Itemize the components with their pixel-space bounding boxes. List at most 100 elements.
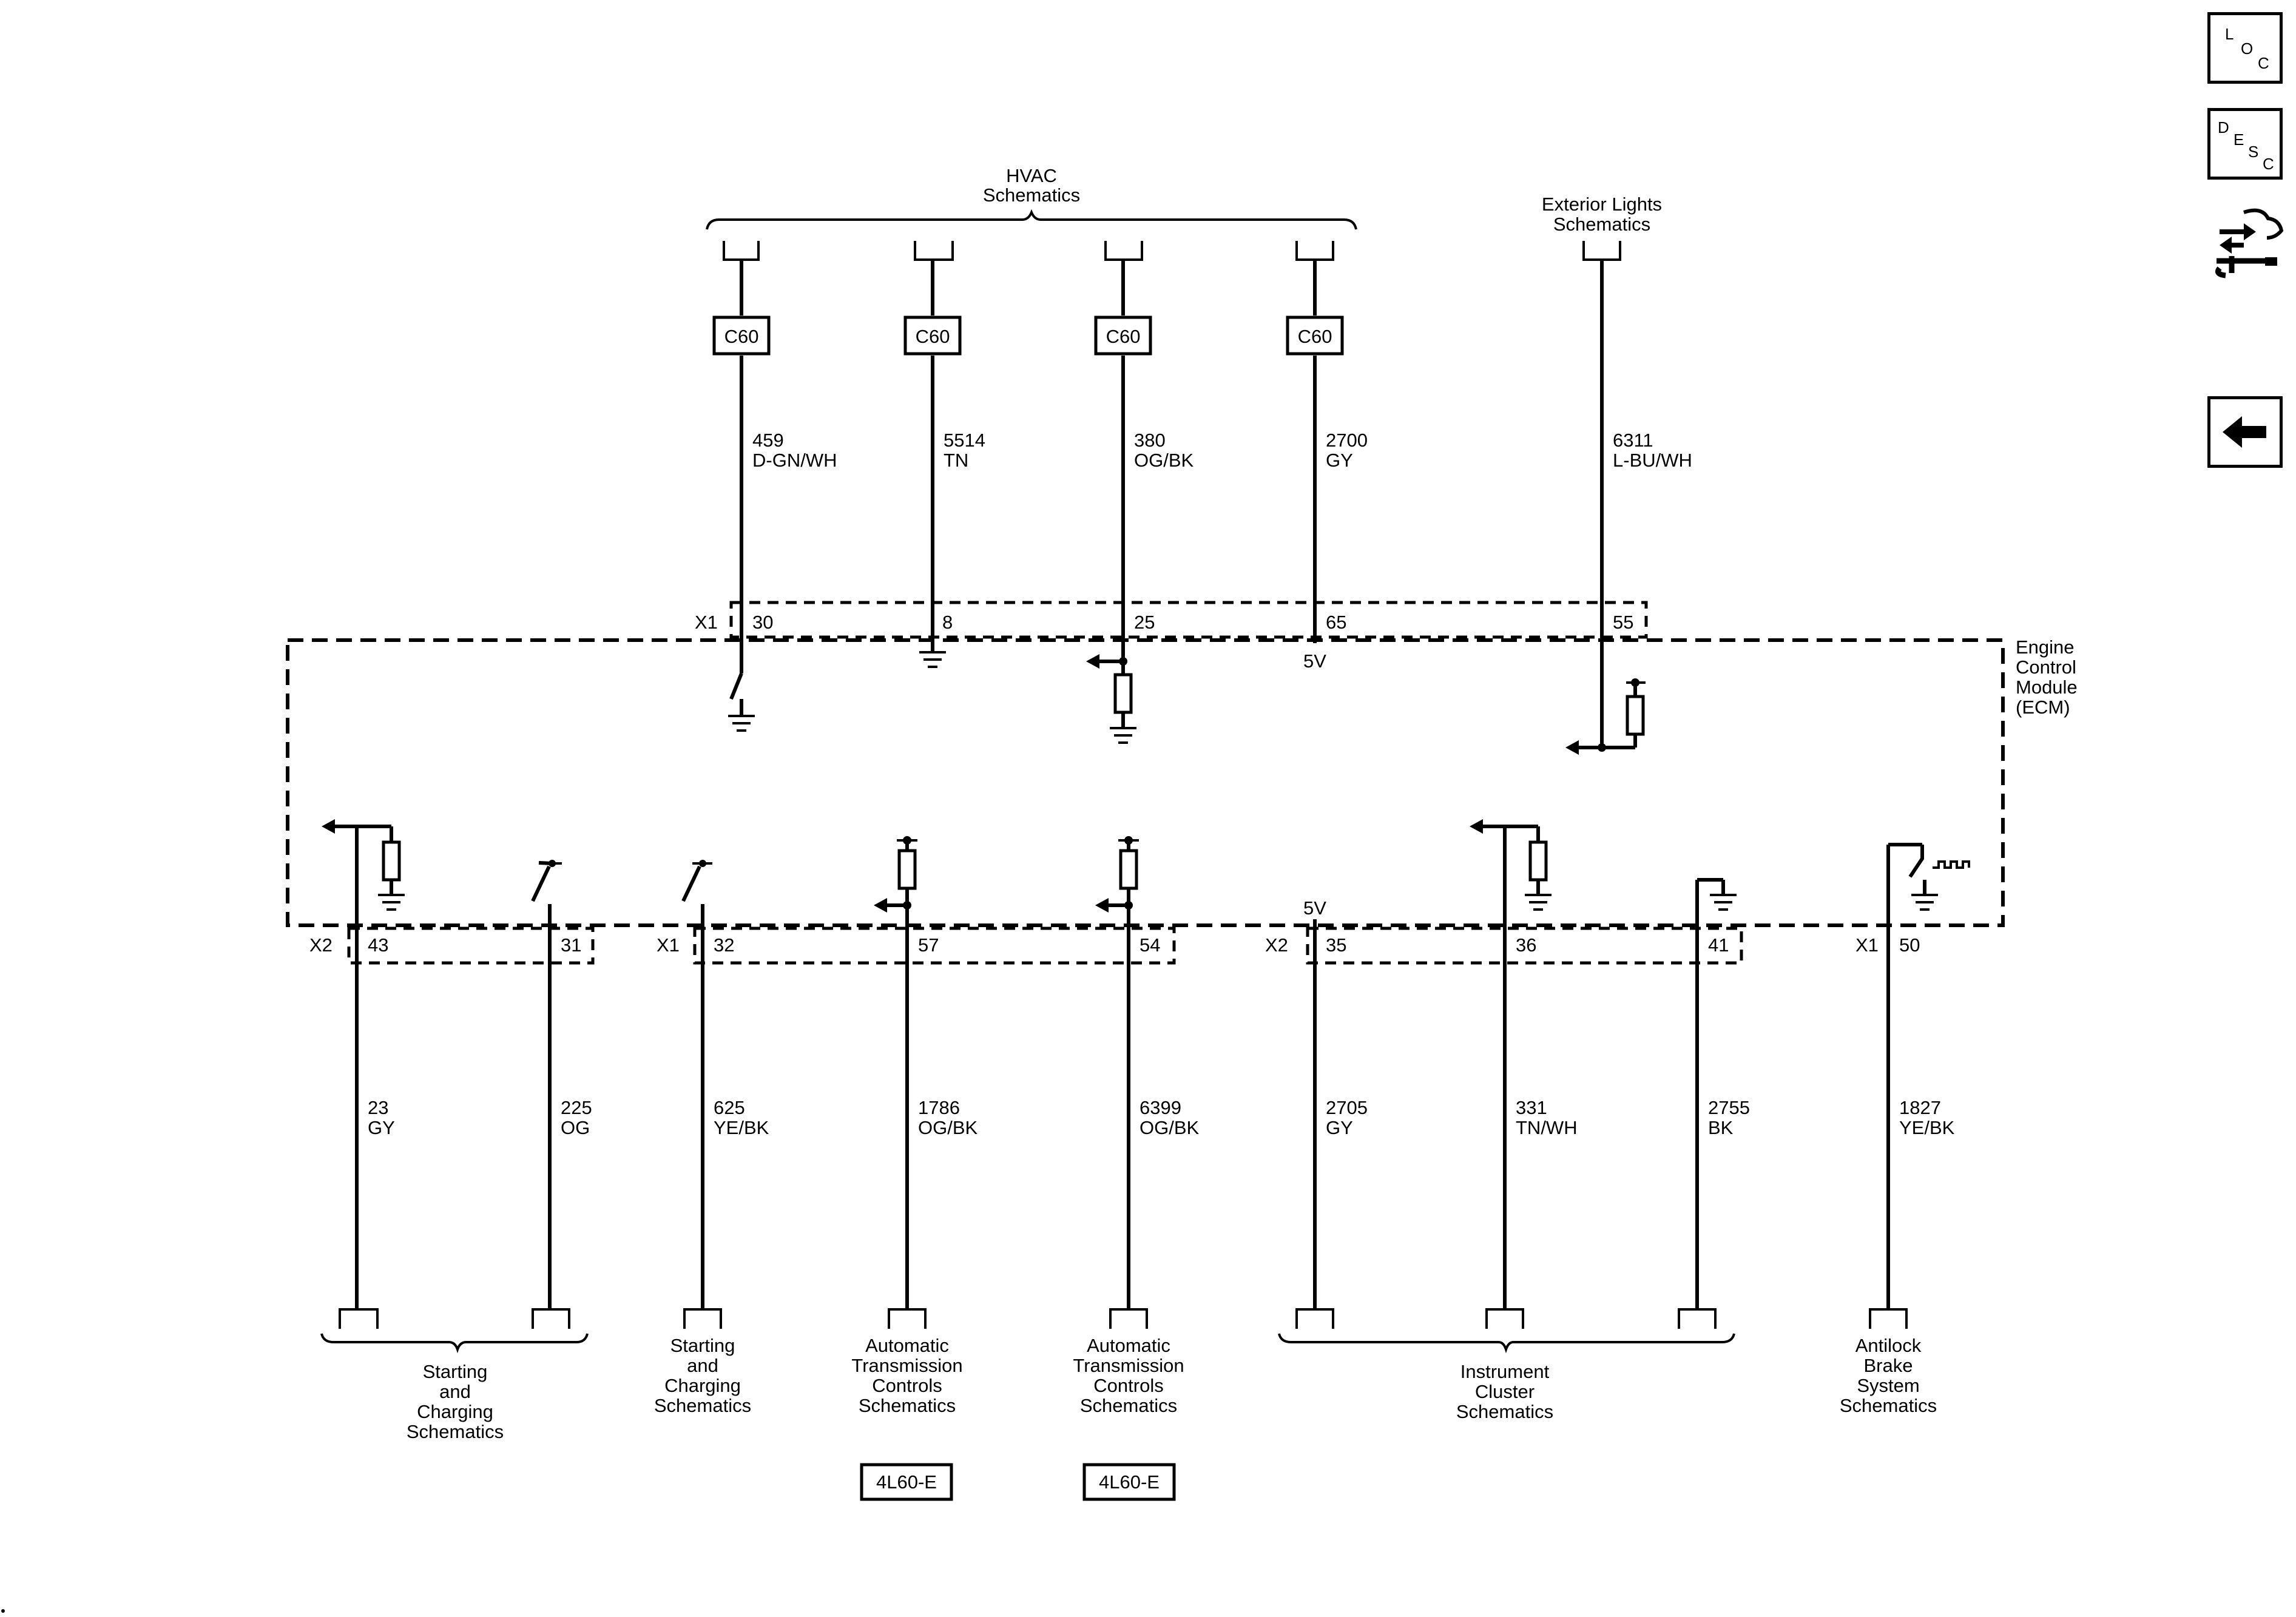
desc-button[interactable]: D E S C xyxy=(2207,108,2283,180)
svg-text:Engine: Engine xyxy=(2016,636,2075,658)
svg-text:YE/BK: YE/BK xyxy=(714,1117,769,1138)
circuit-number: 380 xyxy=(1134,430,1166,451)
c60-label: C60 xyxy=(1106,326,1141,347)
svg-text:43: 43 xyxy=(368,934,388,956)
dest-starting-charging-2: Starting and Charging Schematics xyxy=(654,1335,751,1416)
circuit-number: 6311 xyxy=(1613,430,1653,451)
svg-text:Schematics: Schematics xyxy=(1840,1395,1937,1416)
svg-text:35: 35 xyxy=(1326,934,1346,956)
svg-text:25: 25 xyxy=(1134,612,1155,633)
svg-text:Control: Control xyxy=(2016,657,2076,678)
svg-text:Controls: Controls xyxy=(1093,1375,1163,1396)
svg-text:625: 625 xyxy=(714,1097,745,1118)
svg-text:Transmission: Transmission xyxy=(1073,1355,1184,1376)
svg-text:30: 30 xyxy=(752,612,773,633)
option-4l60e-1: 4L60-E xyxy=(860,1463,953,1501)
svg-text:5V: 5V xyxy=(1303,650,1326,672)
dest-auto-trans-2: Automatic Transmission Controls Schemati… xyxy=(1073,1335,1184,1416)
svg-text:X2: X2 xyxy=(1265,934,1288,956)
bottom-connectors xyxy=(347,927,1743,965)
dest-auto-trans-1: Automatic Transmission Controls Schemati… xyxy=(851,1335,962,1416)
exterior-lights-label-line1: Exterior Lights xyxy=(1542,194,1662,215)
svg-text:36: 36 xyxy=(1516,934,1536,956)
svg-text:YE/BK: YE/BK xyxy=(1899,1117,1955,1138)
wire-color: TN xyxy=(944,450,968,471)
bottom-circuit-labels: 23 GY 225 OG 625 YE/BK 1786 OG/BK 6399 O… xyxy=(368,1097,1955,1138)
svg-text:2755: 2755 xyxy=(1708,1097,1750,1118)
ecm-internal-bottom xyxy=(322,819,1970,1309)
svg-text:and: and xyxy=(439,1381,471,1402)
wire-color: L-BU/WH xyxy=(1613,450,1692,471)
svg-text:Automatic: Automatic xyxy=(865,1335,949,1356)
circuit-number: 2700 xyxy=(1326,430,1368,451)
svg-text:Schematics: Schematics xyxy=(859,1395,956,1416)
svg-text:TN/WH: TN/WH xyxy=(1516,1117,1578,1138)
svg-text:1786: 1786 xyxy=(918,1097,960,1118)
wire-color: GY xyxy=(1326,450,1353,471)
top-terminals xyxy=(723,241,1621,261)
svg-text:331: 331 xyxy=(1516,1097,1547,1118)
svg-text:Starting: Starting xyxy=(670,1335,735,1356)
svg-text:65: 65 xyxy=(1326,612,1346,633)
x1-top-label: X1 xyxy=(695,612,718,633)
svg-text:50: 50 xyxy=(1899,934,1920,956)
c60-connectors: C60 C60 C60 C60 xyxy=(712,316,1344,356)
svg-text:8: 8 xyxy=(942,612,953,633)
svg-text:OG: OG xyxy=(561,1117,590,1138)
svg-text:6399: 6399 xyxy=(1140,1097,1181,1118)
hvac-label-line1: HVAC xyxy=(1006,165,1057,186)
wire-color: D-GN/WH xyxy=(752,450,837,471)
svg-text:Charging: Charging xyxy=(417,1401,493,1422)
exterior-lights-label-line2: Schematics xyxy=(1553,214,1650,235)
corner-dot xyxy=(1,1609,5,1613)
svg-text:55: 55 xyxy=(1613,612,1633,633)
svg-text:2705: 2705 xyxy=(1326,1097,1368,1118)
svg-text:and: and xyxy=(687,1355,718,1376)
c60-label: C60 xyxy=(724,326,759,347)
svg-text:4L60-E: 4L60-E xyxy=(1099,1471,1160,1493)
c60-label: C60 xyxy=(1298,326,1332,347)
circuit-number: 459 xyxy=(752,430,784,451)
loc-icon: L O C xyxy=(2225,25,2269,72)
svg-text:Brake: Brake xyxy=(1864,1355,1913,1376)
svg-text:32: 32 xyxy=(714,934,734,956)
svg-text:Schematics: Schematics xyxy=(407,1421,504,1442)
back-button[interactable] xyxy=(2207,396,2283,468)
svg-text:(ECM): (ECM) xyxy=(2016,697,2070,718)
svg-text:Starting: Starting xyxy=(423,1361,488,1382)
svg-text:Instrument: Instrument xyxy=(1460,1361,1550,1382)
dest-antilock-brake: Antilock Brake System Schematics xyxy=(1840,1335,1937,1416)
svg-text:Automatic: Automatic xyxy=(1087,1335,1170,1356)
loc-button[interactable]: L O C xyxy=(2207,12,2283,84)
starting-charging-brace xyxy=(320,1333,589,1354)
option-4l60e-2: 4L60-E xyxy=(1082,1463,1176,1501)
svg-text:OG/BK: OG/BK xyxy=(918,1117,978,1138)
svg-text:OG/BK: OG/BK xyxy=(1140,1117,1200,1138)
connector-repair-button[interactable] xyxy=(2207,200,2286,285)
svg-text:GY: GY xyxy=(368,1117,395,1138)
svg-text:Schematics: Schematics xyxy=(654,1395,751,1416)
svg-text:Module: Module xyxy=(2016,677,2078,698)
c60-label: C60 xyxy=(916,326,950,347)
svg-text:4L60-E: 4L60-E xyxy=(876,1471,937,1493)
svg-text:225: 225 xyxy=(561,1097,592,1118)
ecm-label: Engine Control Module (ECM) xyxy=(2016,636,2078,718)
dest-starting-charging-1: Starting and Charging Schematics xyxy=(407,1361,504,1442)
svg-text:Transmission: Transmission xyxy=(851,1355,962,1376)
hvac-brace xyxy=(706,209,1357,230)
svg-text:GY: GY xyxy=(1326,1117,1353,1138)
back-arrow-icon xyxy=(2223,416,2266,448)
ecm-internal-top xyxy=(728,651,1646,755)
ecm-module-outline xyxy=(286,638,2005,927)
hvac-label-line2: Schematics xyxy=(983,184,1080,206)
bottom-pin-labels: X2 43 31 X1 32 57 54 X2 35 5V 36 41 X1 5… xyxy=(309,897,1920,956)
svg-text:54: 54 xyxy=(1140,934,1160,956)
svg-text:X1: X1 xyxy=(657,934,680,956)
connector-repair-icon xyxy=(2215,208,2284,279)
top-pin-numbers: 30 8 25 65 55 5V xyxy=(752,612,1633,672)
svg-text:X2: X2 xyxy=(309,934,333,956)
svg-text:BK: BK xyxy=(1708,1117,1734,1138)
svg-text:57: 57 xyxy=(918,934,939,956)
svg-text:31: 31 xyxy=(561,934,581,956)
